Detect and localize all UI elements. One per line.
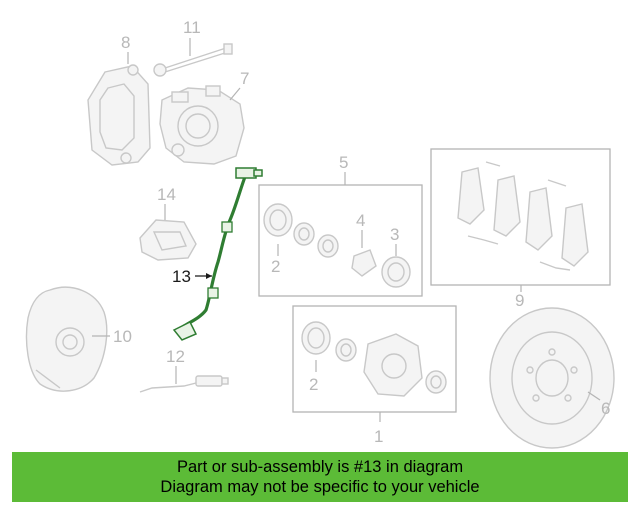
part-10-dust-shield[interactable]: [25, 286, 108, 392]
part-7-caliper[interactable]: [159, 85, 245, 165]
callout-6: 6: [601, 399, 610, 418]
callout-2b: 2: [309, 375, 318, 394]
kit-5-box: [258, 184, 423, 297]
callout-7: 7: [240, 69, 249, 88]
callout-11: 11: [183, 18, 201, 37]
callout-4: 4: [356, 211, 365, 230]
callout-5: 5: [339, 153, 348, 172]
banner-line-2: Diagram may not be specific to your vehi…: [160, 478, 480, 496]
part-11-bolt[interactable]: [153, 43, 233, 77]
part-12-wear-sensor[interactable]: [139, 375, 229, 393]
kit-1-hub[interactable]: [301, 321, 447, 397]
kit-1-box: [292, 305, 457, 413]
parts-diagram: 8 11 7 14 10 12: [25, 18, 615, 449]
kit-9-pads[interactable]: [457, 161, 589, 271]
callout-1: 1: [374, 427, 383, 446]
part-13-abs-sensor[interactable]: [172, 167, 263, 341]
part-14-bracket[interactable]: [139, 219, 197, 261]
info-banner: Part or sub-assembly is #13 in diagram D…: [12, 452, 628, 502]
kit-5-parts[interactable]: [263, 203, 411, 288]
callout-14: 14: [157, 185, 176, 204]
callout-10: 10: [113, 327, 132, 346]
part-8-caliper-bracket[interactable]: [87, 64, 151, 166]
callout-12: 12: [166, 347, 185, 366]
callout-8: 8: [121, 33, 130, 52]
callout-2a: 2: [271, 257, 280, 276]
callout-13: 13: [172, 267, 191, 286]
callout-9: 9: [515, 291, 524, 310]
banner-line-1: Part or sub-assembly is #13 in diagram: [176, 458, 464, 476]
callout-3: 3: [390, 225, 399, 244]
part-6-rotor[interactable]: [489, 307, 615, 449]
